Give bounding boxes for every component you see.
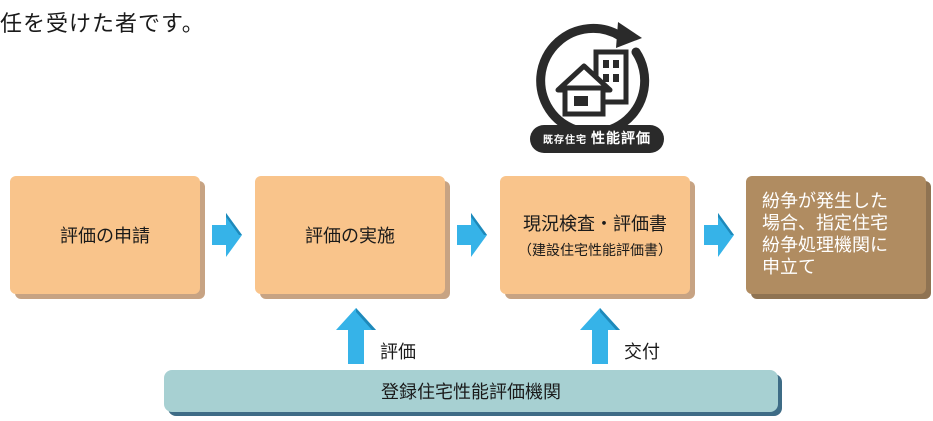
up-arrow-icon: [336, 308, 376, 364]
logo-label: 既存住宅性能評価: [530, 125, 664, 153]
step-sublabel: （建設住宅性能評価書）: [518, 243, 672, 259]
intro-text: 任を受けた者です。: [0, 12, 205, 37]
final-line: 申立て: [762, 257, 816, 278]
right-arrow-icon: [704, 213, 734, 257]
evaluation-arrow-label: 評価: [380, 342, 416, 363]
house-renewal-logo-icon: [536, 22, 650, 138]
final-line: 場合、指定住宅: [762, 213, 888, 234]
step-evaluation: 評価の実施: [255, 176, 445, 294]
step-label: 現況検査・評価書: [523, 214, 667, 235]
step-dispute-resolution: 紛争が発生した 場合、指定住宅 紛争処理機関に 申立て: [746, 176, 926, 294]
registered-evaluation-organization: 登録住宅性能評価機関: [164, 370, 778, 412]
logo-label-main: 性能評価: [591, 131, 651, 147]
org-label: 登録住宅性能評価機関: [381, 382, 561, 403]
right-arrow-icon: [212, 213, 242, 257]
logo-label-small: 既存住宅: [543, 135, 587, 146]
step-application: 評価の申請: [10, 176, 200, 294]
existing-house-performance-logo: 既存住宅性能評価: [518, 8, 676, 158]
issuance-arrow-label: 交付: [624, 342, 660, 363]
step-label: 評価の実施: [305, 226, 395, 247]
right-arrow-icon: [457, 213, 487, 257]
final-line: 紛争が発生した: [762, 191, 888, 212]
up-arrow-icon: [580, 308, 620, 364]
final-line: 紛争処理機関に: [762, 235, 888, 256]
step-inspection-report: 現況検査・評価書 （建設住宅性能評価書）: [500, 176, 690, 294]
step-label: 評価の申請: [60, 226, 150, 247]
